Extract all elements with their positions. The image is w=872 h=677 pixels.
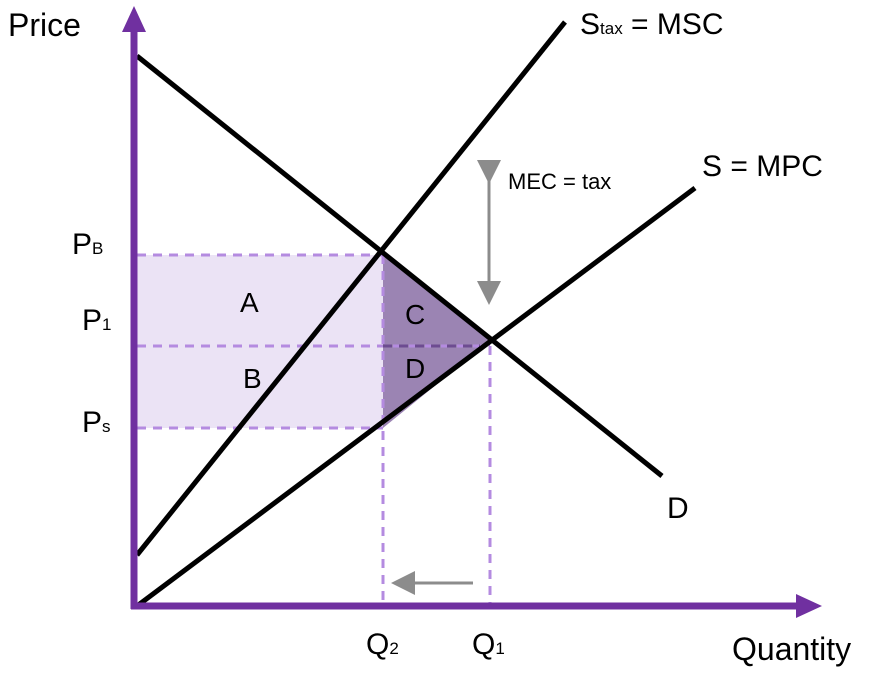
region-label-d: D (405, 353, 425, 384)
y-axis-label: Price (8, 7, 81, 43)
region-label-a: A (240, 287, 259, 318)
price-label-p1: P1 (82, 304, 111, 337)
x-axis-label: Quantity (732, 631, 851, 667)
region-label-c: C (405, 299, 425, 330)
demand-label: D (667, 492, 689, 525)
region-b-fill (137, 346, 383, 428)
supply-curve (135, 185, 697, 609)
demand-curve (135, 54, 664, 478)
x-axis-arrowhead (796, 594, 822, 618)
supply-label: S = MPC (702, 150, 823, 183)
deadweight-loss-triangle (383, 252, 490, 428)
supply-tax-label: Stax = MSC (580, 8, 724, 41)
region-label-b: B (243, 363, 262, 394)
price-label-pb: PB (72, 228, 103, 261)
y-axis-arrowhead (122, 6, 146, 32)
mec-tax-annotation: MEC = tax (508, 169, 611, 194)
region-a-fill (137, 255, 383, 346)
supply-tax-curve (135, 20, 567, 557)
quantity-label-q2: Q2 (366, 628, 399, 661)
price-label-ps: Ps (82, 406, 111, 439)
quantity-label-q1: Q1 (472, 628, 505, 661)
